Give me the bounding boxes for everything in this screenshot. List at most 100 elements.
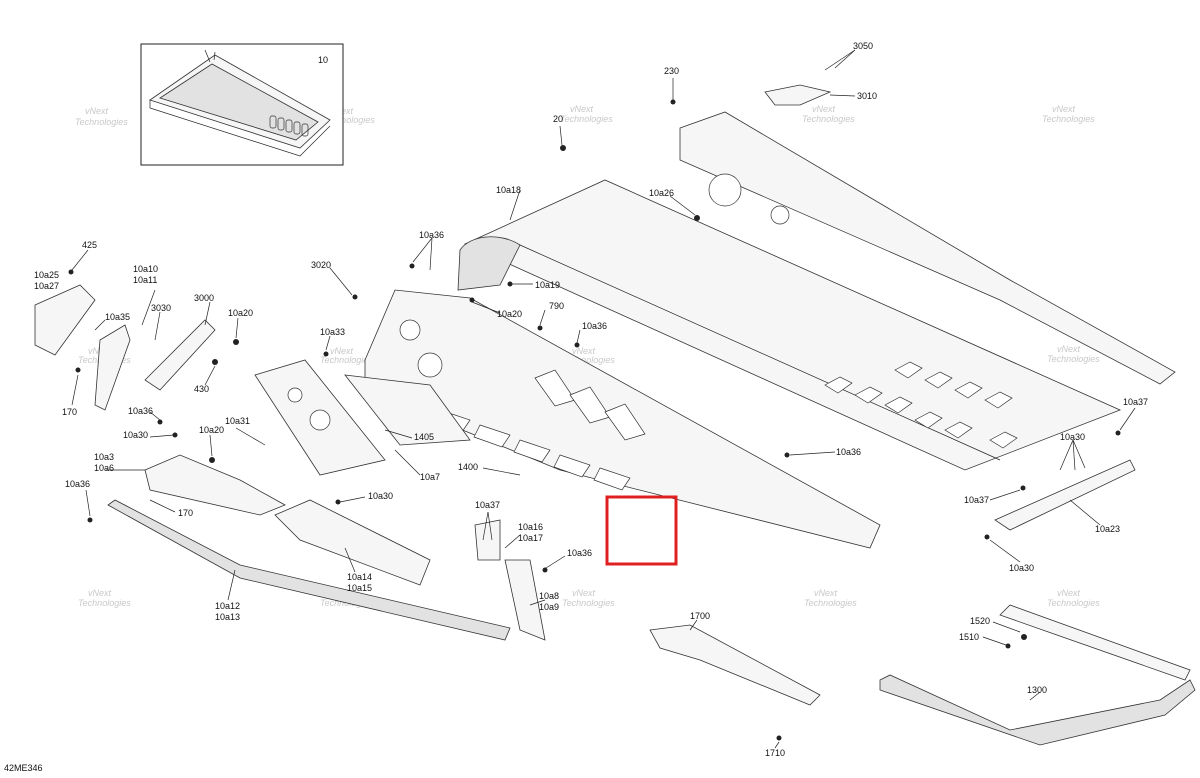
callout-1710: 1710 (765, 748, 785, 758)
inset-assembly: 10 (140, 43, 344, 166)
svg-text:vNext: vNext (330, 346, 354, 356)
callout-10a20-low: 10a20 (199, 425, 224, 435)
callout-425: 425 (82, 240, 97, 250)
callout-10a33: 10a33 (320, 327, 345, 337)
callout-10a31: 10a31 (225, 416, 250, 426)
left-parts (34, 284, 546, 641)
svg-text:vNext: vNext (812, 104, 836, 114)
svg-text:Technologies: Technologies (804, 598, 857, 608)
callout-1300: 1300 (1027, 685, 1047, 695)
callout-10a36-mid: 10a36 (582, 321, 607, 331)
callout-170-left: 170 (62, 407, 77, 417)
callout-3000: 3000 (194, 293, 214, 303)
svg-text:vNext: vNext (1057, 344, 1081, 354)
svg-text:Technologies: Technologies (560, 114, 613, 124)
callout-10a37-r2: 10a37 (964, 495, 989, 505)
callout-10a13: 10a13 (215, 612, 240, 622)
svg-text:Technologies: Technologies (1042, 114, 1095, 124)
callout-10a37-right: 10a37 (1123, 397, 1148, 407)
callout-10a36-left: 10a36 (128, 406, 153, 416)
callout-1520: 1520 (970, 616, 990, 626)
callout-20: 20 (553, 114, 563, 124)
callout-10a16: 10a16 (518, 522, 543, 532)
svg-text:Technologies: Technologies (78, 598, 131, 608)
svg-text:vNext: vNext (1052, 104, 1076, 114)
callout-10a30-left: 10a30 (123, 430, 148, 440)
svg-text:vNext: vNext (85, 106, 109, 116)
callout-10a20-left: 10a20 (228, 308, 253, 318)
callout-10a9: 10a9 (539, 602, 559, 612)
svg-text:vNext: vNext (572, 346, 596, 356)
callout-10a15: 10a15 (347, 583, 372, 593)
callout-10a30-br: 10a30 (1009, 563, 1034, 573)
figure-code: 42ME346 (4, 763, 43, 773)
callouts: 230 3050 3010 20 10a18 10a26 10a36 3020 … (34, 41, 1148, 758)
callout-230: 230 (664, 66, 679, 76)
callout-10a11: 10a11 (133, 275, 157, 285)
right-parts (649, 84, 1196, 746)
inset-label: 10 (318, 55, 328, 65)
leader-lines (71, 49, 1136, 749)
highlight-box (605, 495, 678, 566)
callout-3050: 3050 (853, 41, 873, 51)
svg-text:Technologies: Technologies (1047, 354, 1100, 364)
callout-10a10: 10a10 (133, 264, 158, 274)
callout-10a8: 10a8 (539, 591, 559, 601)
callout-3030: 3030 (151, 303, 171, 313)
callout-3020: 3020 (311, 260, 331, 270)
callout-430: 430 (194, 384, 209, 394)
svg-text:vNext: vNext (570, 104, 594, 114)
callout-10a36-right: 10a36 (836, 447, 861, 457)
callout-10a30-right: 10a30 (1060, 432, 1085, 442)
svg-text:Technologies: Technologies (322, 115, 375, 125)
callout-10a12: 10a12 (215, 601, 240, 611)
svg-text:Technologies: Technologies (802, 114, 855, 124)
callout-3010: 3010 (857, 91, 877, 101)
callout-1510: 1510 (959, 632, 979, 642)
callout-10a26: 10a26 (649, 188, 674, 198)
callout-10a18: 10a18 (496, 185, 521, 195)
svg-text:vNext: vNext (572, 588, 596, 598)
svg-text:vNext: vNext (1057, 588, 1081, 598)
callout-10a36-br: 10a36 (567, 548, 592, 558)
callout-10a23: 10a23 (1095, 524, 1120, 534)
callout-10a19: 10a19 (535, 280, 560, 290)
callout-10a20-mid: 10a20 (497, 309, 522, 319)
callout-10a37-mid: 10a37 (475, 500, 500, 510)
callout-10a30-low: 10a30 (368, 491, 393, 501)
callout-1700: 1700 (690, 611, 710, 621)
svg-text:Technologies: Technologies (75, 117, 128, 127)
callout-10a6: 10a6 (94, 463, 114, 473)
svg-text:vNext: vNext (814, 588, 838, 598)
callout-10a25: 10a25 (34, 270, 59, 280)
callout-10a36-top: 10a36 (419, 230, 444, 240)
svg-text:Technologies: Technologies (320, 355, 373, 365)
callout-1400: 1400 (458, 462, 478, 472)
callout-10a35: 10a35 (105, 312, 130, 322)
callout-10a7: 10a7 (420, 472, 440, 482)
callout-10a17: 10a17 (518, 533, 543, 543)
callout-170-low: 170 (178, 508, 193, 518)
callout-10a36-edge: 10a36 (65, 479, 90, 489)
callout-1405: 1405 (414, 432, 434, 442)
callout-10a14: 10a14 (347, 572, 372, 582)
callout-10a3: 10a3 (94, 452, 114, 462)
callout-10a27: 10a27 (34, 281, 59, 291)
tunnel-assembly (364, 111, 1176, 549)
svg-text:vNext: vNext (88, 588, 112, 598)
callout-790: 790 (549, 301, 564, 311)
svg-text:Technologies: Technologies (1047, 598, 1100, 608)
svg-text:Technologies: Technologies (562, 355, 615, 365)
hardware (68, 99, 1121, 741)
